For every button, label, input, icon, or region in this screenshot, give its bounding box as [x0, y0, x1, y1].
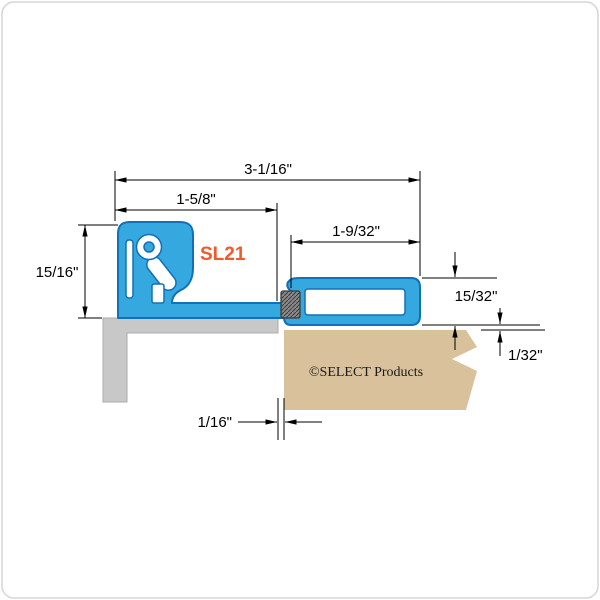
- knuckle-bottom-slot: [151, 283, 165, 304]
- extension-lines: [78, 171, 545, 440]
- dim-frame-door-clearance: 1/16": [197, 414, 322, 431]
- dim-frame-door-clearance-label: 1/16": [197, 414, 232, 431]
- frame-leaf: [117, 221, 284, 319]
- dim-frame-side-height: 15/16": [36, 225, 88, 318]
- dim-overall-width: 3-1/16": [115, 161, 420, 183]
- door-leaf-slot: [304, 288, 406, 316]
- dim-door-side-height: 15/32": [452, 252, 498, 350]
- dim-door-leaf-width-label: 1-9/32": [332, 223, 380, 240]
- knuckle-left-slot: [125, 239, 134, 299]
- dim-frame-leaf-width-label: 1-5/8": [176, 191, 216, 208]
- door-leaf: [283, 277, 421, 326]
- dim-door-top-gap: 1/32": [497, 308, 543, 364]
- dim-door-top-gap-label: 1/32": [508, 347, 543, 364]
- copyright-text: ©SELECT Products: [309, 365, 423, 380]
- hinge-pin: [143, 241, 155, 253]
- dim-door-leaf-width: 1-9/32": [291, 223, 420, 245]
- set-screw: [280, 290, 301, 319]
- dim-frame-side-height-label: 15/16": [36, 264, 79, 281]
- door-slab: [284, 330, 477, 410]
- dim-frame-leaf-width: 1-5/8": [115, 191, 277, 213]
- model-label: SL21: [200, 244, 246, 265]
- set-screw-hatch: [281, 291, 300, 318]
- dim-door-side-height-label: 15/32": [455, 288, 498, 305]
- dim-overall-width-label: 3-1/16": [244, 161, 292, 178]
- door-frame-channel: [102, 317, 279, 403]
